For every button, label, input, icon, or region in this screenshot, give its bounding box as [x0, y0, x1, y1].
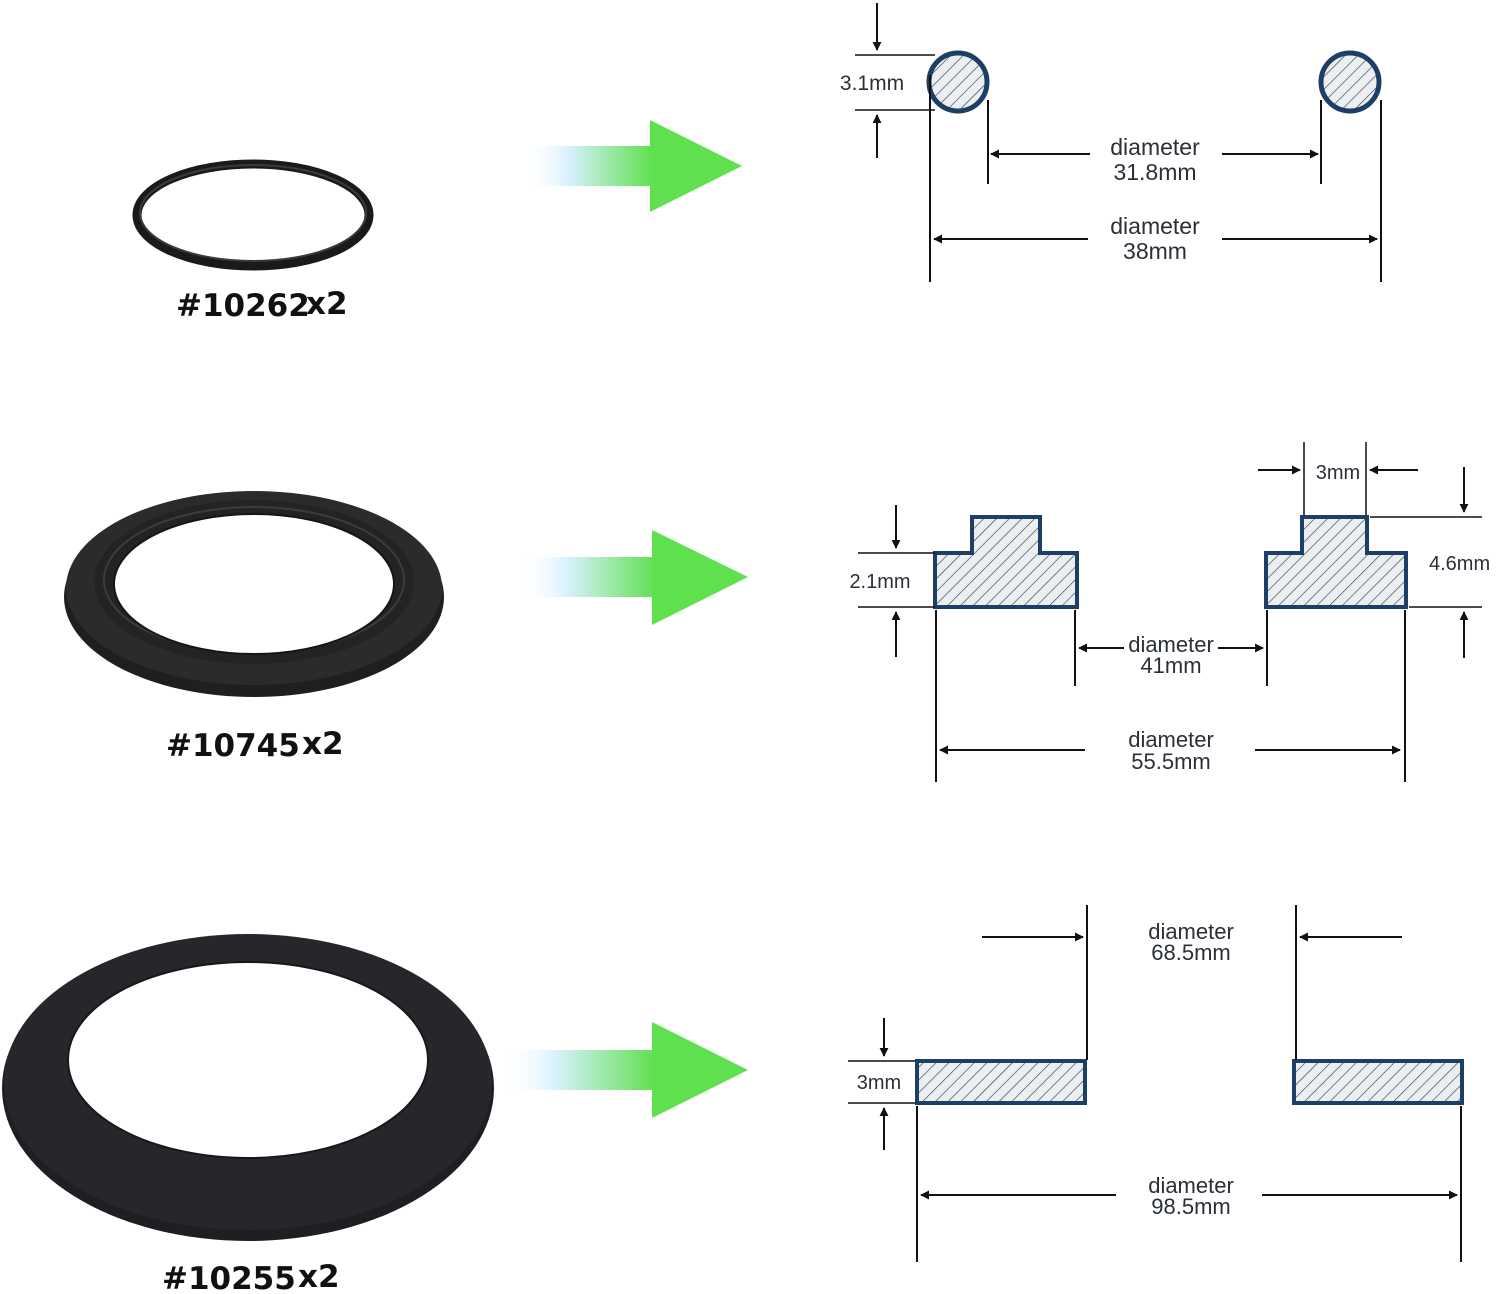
inner-diameter-value: 41mm — [1140, 653, 1201, 678]
base-height-label: 2.1mm — [849, 571, 910, 593]
thickness-label: 3.1mm — [840, 72, 904, 95]
gasket-10255-image — [2, 934, 494, 1241]
total-height-label: 4.6mm — [1429, 553, 1490, 575]
green-arrow-icon — [522, 120, 742, 212]
row-3: #10255 x2 3mm diameter — [2, 905, 1464, 1294]
thickness-label: 3mm — [857, 1072, 901, 1094]
quantity-label: x2 — [306, 286, 348, 322]
gasket-10745-section — [858, 442, 1482, 782]
gasket-10745-image — [64, 491, 444, 697]
outer-diameter-word: diameter — [1148, 1173, 1234, 1198]
step-width-label: 3mm — [1316, 462, 1360, 484]
outer-diameter-word: diameter — [1128, 727, 1214, 752]
quantity-label: x2 — [298, 1259, 340, 1294]
outer-diameter-value: 98.5mm — [1151, 1194, 1230, 1219]
inner-diameter-value: 31.8mm — [1113, 159, 1196, 185]
inner-diameter-word: diameter — [1148, 919, 1234, 944]
outer-diameter-word: diameter — [1110, 213, 1200, 239]
inner-diameter-word: diameter — [1128, 632, 1214, 657]
green-arrow-icon — [500, 1022, 748, 1118]
o-ring-10262-section — [855, 3, 1382, 282]
part-number-label: #10255 — [162, 1261, 296, 1294]
row-1: #10262 x2 3.1mm — [132, 3, 1382, 324]
part-number-label: #10262 — [176, 288, 310, 324]
row-2: #10745 x2 — [64, 442, 1490, 782]
o-ring-10262-image — [132, 159, 374, 271]
outer-diameter-value: 55.5mm — [1131, 749, 1210, 774]
part-number-label: #10745 — [166, 728, 300, 764]
green-arrow-icon — [518, 530, 748, 625]
outer-diameter-value: 38mm — [1123, 238, 1187, 264]
gasket-10255-section — [848, 905, 1464, 1262]
quantity-label: x2 — [302, 726, 344, 762]
inner-diameter-value: 68.5mm — [1151, 940, 1230, 965]
inner-diameter-word: diameter — [1110, 134, 1200, 160]
